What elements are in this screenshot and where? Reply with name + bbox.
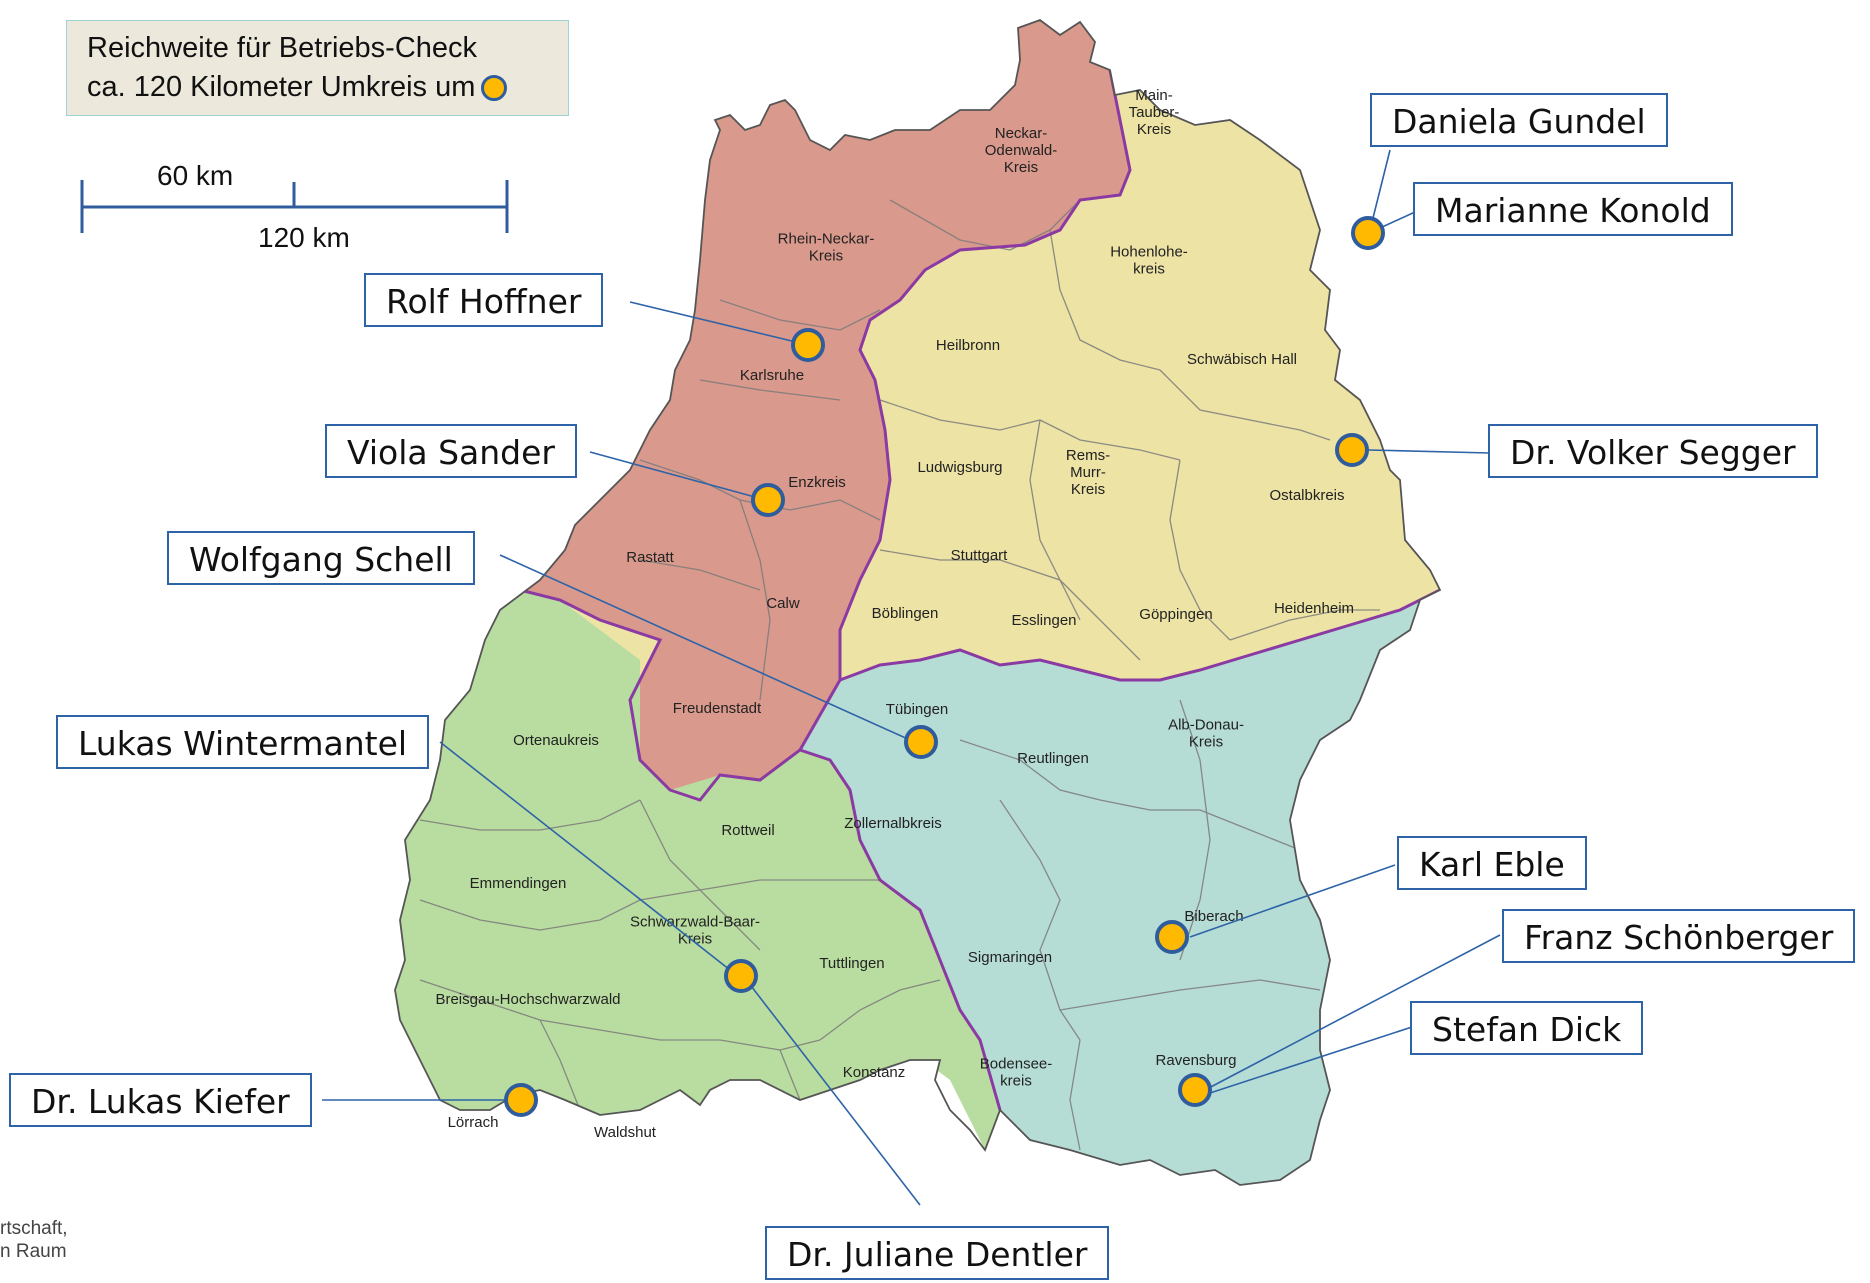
district-label-tuttlingen: Tuttlingen (819, 955, 884, 972)
leader-line-schoenberger (1204, 934, 1501, 1091)
district-label-esslingen: Esslingen (1011, 612, 1076, 629)
leader-line-gundel (1371, 149, 1391, 223)
district-label-schwaebisch-hall: Schwäbisch Hall (1187, 351, 1297, 368)
district-label-rottweil: Rottweil (721, 822, 774, 839)
district-label-alb-donau: Alb-Donau-Kreis (1168, 717, 1244, 751)
district-label-loerrach: Lörrach (448, 1114, 499, 1131)
district-label-zollernalbkreis: Zollernalbkreis (844, 815, 942, 832)
legend-line-2-text: ca. 120 Kilometer Umkreis um (87, 71, 476, 103)
district-label-biberach: Biberach (1184, 908, 1243, 925)
footer-line-2: n Raum (0, 1241, 67, 1262)
district-label-freudenstadt: Freudenstadt (673, 700, 762, 717)
district-label-rastatt: Rastatt (626, 549, 674, 566)
district-label-konstanz: Konstanz (843, 1064, 906, 1081)
leader-line-dentler (747, 981, 921, 1206)
location-marker-schell[interactable] (904, 725, 938, 759)
name-box-eble[interactable]: Karl Eble (1397, 836, 1587, 890)
scale-label-120: 120 km (258, 222, 350, 253)
district-label-hohenlohe: Hohenlohe-kreis (1110, 244, 1188, 278)
district-label-rhein-neckar: Rhein-Neckar-Kreis (778, 231, 875, 265)
district-label-neckar-odenwald: Neckar-Odenwald-Kreis (985, 125, 1058, 176)
leader-line-schell (499, 554, 911, 741)
leader-line-wintermantel (439, 741, 731, 971)
name-box-dick[interactable]: Stefan Dick (1410, 1001, 1644, 1055)
name-box-segger[interactable]: Dr. Volker Segger (1488, 424, 1818, 478)
district-label-sigmaringen: Sigmaringen (968, 949, 1052, 966)
location-marker-sander[interactable] (751, 483, 785, 517)
leader-line-eble (1189, 864, 1396, 938)
location-marker-gundel[interactable] (1351, 216, 1385, 250)
district-label-tuebingen: Tübingen (886, 701, 949, 718)
leader-line-dick (1209, 1026, 1413, 1094)
leader-line-konold (1379, 211, 1416, 229)
name-box-wintermantel[interactable]: Lukas Wintermantel (56, 715, 430, 769)
leader-lines (322, 149, 1501, 1206)
district-label-breisgau: Breisgau-Hochschwarzwald (435, 991, 620, 1008)
district-label-ortenaukreis: Ortenaukreis (513, 732, 599, 749)
footer-line-1: rtschaft, (0, 1218, 68, 1239)
district-label-stuttgart: Stuttgart (951, 547, 1009, 564)
scale-label-60: 60 km (157, 160, 234, 191)
district-label-karlsruhe: Karlsruhe (740, 367, 804, 384)
name-box-dentler[interactable]: Dr. Juliane Dentler (765, 1226, 1110, 1280)
district-label-ludwigsburg: Ludwigsburg (917, 459, 1002, 476)
district-label-heidenheim: Heidenheim (1274, 600, 1354, 617)
district-label-heilbronn: Heilbronn (936, 337, 1000, 354)
location-marker-eble[interactable] (1155, 920, 1189, 954)
leader-line-hoffner (629, 301, 801, 344)
name-box-schoenberger[interactable]: Franz Schönberger (1502, 909, 1856, 963)
legend-line-1: Reichweite für Betriebs-Check (87, 32, 478, 64)
name-box-konold[interactable]: Marianne Konold (1413, 182, 1733, 236)
location-marker-hoffner[interactable] (791, 328, 825, 362)
district-label-boeblingen: Böblingen (872, 605, 939, 622)
range-legend: Reichweite für Betriebs-Check ca. 120 Ki… (66, 20, 569, 116)
state-outline (394, 18, 1442, 1186)
district-label-emmendingen: Emmendingen (470, 875, 567, 892)
district-label-bodensee: Bodensee-kreis (980, 1056, 1053, 1090)
scale-bar (80, 180, 509, 233)
district-label-rems-murr: Rems-Murr-Kreis (1066, 447, 1110, 498)
district-labels: Main-Tauber-Kreis Neckar-Odenwald-Kreis … (435, 87, 1354, 1141)
district-label-waldshut: Waldshut (594, 1124, 657, 1141)
name-box-sander[interactable]: Viola Sander (325, 424, 577, 478)
district-label-main-tauber: Main-Tauber-Kreis (1129, 87, 1180, 138)
district-label-ravensburg: Ravensburg (1156, 1052, 1237, 1069)
name-box-schell[interactable]: Wolfgang Schell (167, 531, 475, 585)
name-box-hoffner[interactable]: Rolf Hoffner (364, 273, 604, 327)
location-marker-kiefer[interactable] (504, 1083, 538, 1117)
name-box-gundel[interactable]: Daniela Gundel (1370, 93, 1668, 147)
name-box-kiefer[interactable]: Dr. Lukas Kiefer (9, 1073, 312, 1127)
location-marker-segger[interactable] (1335, 433, 1369, 467)
district-borders (419, 199, 1380, 1151)
location-marker-wintermantel[interactable] (724, 959, 758, 993)
location-markers (504, 216, 1385, 1117)
legend-line-2: ca. 120 Kilometer Umkreis um (87, 68, 568, 107)
leader-line-segger (1367, 449, 1491, 454)
district-label-reutlingen: Reutlingen (1017, 750, 1089, 767)
district-label-goeppingen: Göppingen (1139, 606, 1212, 623)
footer-text: rtschaft, n Raum (0, 1217, 68, 1263)
leader-line-sander (589, 451, 756, 498)
legend-marker-icon (481, 75, 508, 101)
district-label-ostalbkreis: Ostalbkreis (1269, 487, 1344, 504)
district-label-enzkreis: Enzkreis (788, 474, 846, 491)
location-marker-ravensburg[interactable] (1178, 1073, 1212, 1107)
district-label-calw: Calw (766, 595, 800, 612)
region-borders (500, 20, 1440, 1111)
